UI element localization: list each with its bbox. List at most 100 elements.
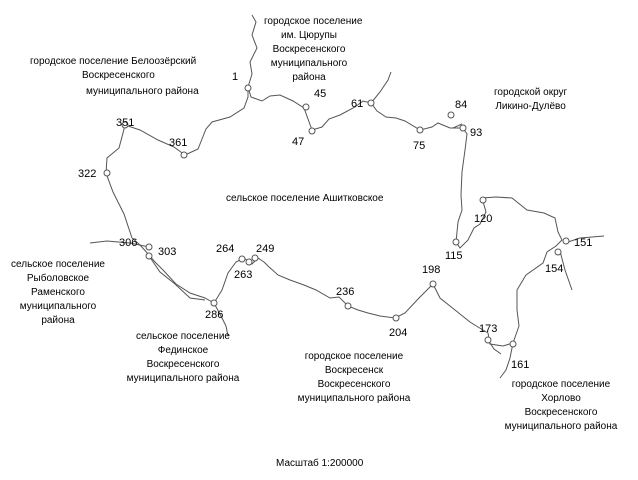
point-label: 173: [479, 323, 497, 335]
label-line: Воскресенск: [324, 365, 384, 376]
point-label: 303: [158, 246, 176, 258]
point-marker-61: [367, 99, 375, 107]
neighbor-label-khorlovo: городское поселение Хорлово Воскресенско…: [488, 378, 634, 434]
point-marker-204: [392, 314, 400, 322]
neighbor-label-beloozersky: городское поселение Белоозёрский Воскрес…: [30, 55, 199, 99]
label-line: сельское поселение: [11, 259, 105, 270]
boundary-beloozersky-north: [247, 14, 258, 88]
point-marker-361: [180, 151, 188, 159]
label-line: Воскресенского: [524, 407, 598, 418]
point-label: 264: [216, 243, 234, 255]
point-label: 120: [474, 213, 492, 225]
label-line: района: [292, 72, 326, 83]
point-marker-249: [251, 254, 259, 262]
point-label: 286: [205, 309, 223, 321]
boundary-points: [103, 84, 570, 348]
neighbor-label-voskresensk: городское поселение Воскресенск Воскресе…: [280, 350, 428, 406]
area-label-text: сельское поселение Ашитковское: [226, 193, 384, 204]
point-marker-198: [429, 280, 437, 288]
neighbor-label-rybolovskoe: сельское поселение Рыболовское Раменског…: [4, 258, 112, 328]
point-marker-303: [145, 252, 153, 260]
boundary-fedinskoe-southwest: [148, 255, 206, 301]
boundary-likino: [452, 123, 463, 129]
label-line: Фединское: [157, 345, 209, 356]
point-marker-1: [244, 84, 252, 92]
point-marker-263: [245, 258, 253, 266]
label-line: района: [41, 315, 75, 326]
label-line: Воскресенского: [146, 359, 220, 370]
label-line: муниципального района: [126, 373, 240, 384]
label-line: городское поселение Белоозёрский: [30, 56, 197, 67]
label-line: муниципального: [270, 58, 348, 69]
boundary-west-exit: [89, 240, 150, 248]
point-label: 1: [232, 71, 238, 83]
point-label: 61: [351, 98, 363, 110]
label-line: муниципального района: [86, 86, 199, 97]
point-marker-264: [238, 255, 246, 263]
boundary-fedinskoe-south: [213, 302, 229, 337]
point-label: 75: [413, 140, 425, 152]
point-label: 93: [470, 127, 482, 139]
label-line: муниципального района: [504, 421, 618, 432]
point-marker-173: [484, 336, 492, 344]
point-label: 115: [445, 250, 463, 262]
label-line: Воскресенского: [82, 70, 155, 81]
point-label: 45: [314, 88, 326, 100]
label-line: муниципального района: [297, 393, 411, 404]
neighbor-label-tsyurupy: городское поселение им. Цюрупы Воскресен…: [264, 15, 363, 85]
point-marker-286: [210, 299, 218, 307]
point-marker-47: [308, 127, 316, 135]
point-label: 306: [119, 237, 137, 249]
point-marker-115: [452, 238, 460, 246]
point-numbers: 1 45 47 61 84 75 93 351 361 322 306 303 …: [78, 71, 592, 371]
settlement-boundary: [105, 86, 563, 347]
point-marker-351: [121, 121, 129, 129]
label-line: Хорлово: [541, 393, 581, 404]
point-label: 47: [292, 136, 304, 148]
point-label: 236: [336, 286, 354, 298]
label-line: муниципального: [19, 301, 97, 312]
label-line: Воскресенского: [272, 44, 346, 55]
point-marker-93: [459, 124, 467, 132]
point-marker-322: [103, 169, 111, 177]
point-label: 198: [422, 264, 440, 276]
boundary-east-south: [559, 250, 573, 291]
boundary-khorlovo: [499, 342, 514, 379]
point-marker-236: [344, 302, 352, 310]
label-line: сельское поселение: [136, 331, 230, 342]
boundary-east-exit: [567, 235, 605, 243]
point-label: 361: [169, 137, 187, 149]
label-line: Ликино-Дулёво: [495, 101, 566, 112]
point-marker-306: [145, 243, 153, 251]
boundary-tsyurupy: [370, 71, 392, 104]
point-label: 161: [511, 359, 529, 371]
point-marker-120: [479, 196, 487, 204]
point-marker-84: [447, 111, 455, 119]
point-label: 263: [234, 269, 252, 281]
scale-label: Масштаб 1:200000: [276, 458, 364, 469]
point-marker-161: [509, 340, 517, 348]
point-marker-45: [302, 103, 310, 111]
label-line: Воскресенского: [317, 379, 391, 390]
point-marker-154: [554, 248, 562, 256]
point-label: 84: [455, 99, 467, 111]
point-marker-75: [416, 126, 424, 134]
point-label: 151: [574, 237, 592, 249]
label-line: городское поселение: [264, 16, 363, 27]
label-line: Рыболовское: [26, 273, 90, 284]
neighbor-label-fedinskoe: сельское поселение Фединское Воскресенск…: [110, 330, 256, 386]
neighbor-label-likino: городской округ Ликино-Дулёво: [494, 86, 567, 114]
label-line: Раменского: [31, 287, 85, 298]
point-label: 351: [116, 117, 134, 129]
point-label: 154: [545, 263, 563, 275]
area-label: сельское поселение Ашитковское: [226, 192, 383, 206]
point-marker-151: [562, 237, 570, 245]
point-label: 322: [78, 168, 96, 180]
label-line: городское поселение: [304, 351, 404, 362]
point-label: 249: [256, 243, 274, 255]
label-line: им. Цюрупы: [281, 30, 337, 41]
label-line: городской округ: [494, 87, 568, 98]
label-line: городское поселение: [511, 379, 611, 390]
boundary-173: [487, 339, 502, 355]
